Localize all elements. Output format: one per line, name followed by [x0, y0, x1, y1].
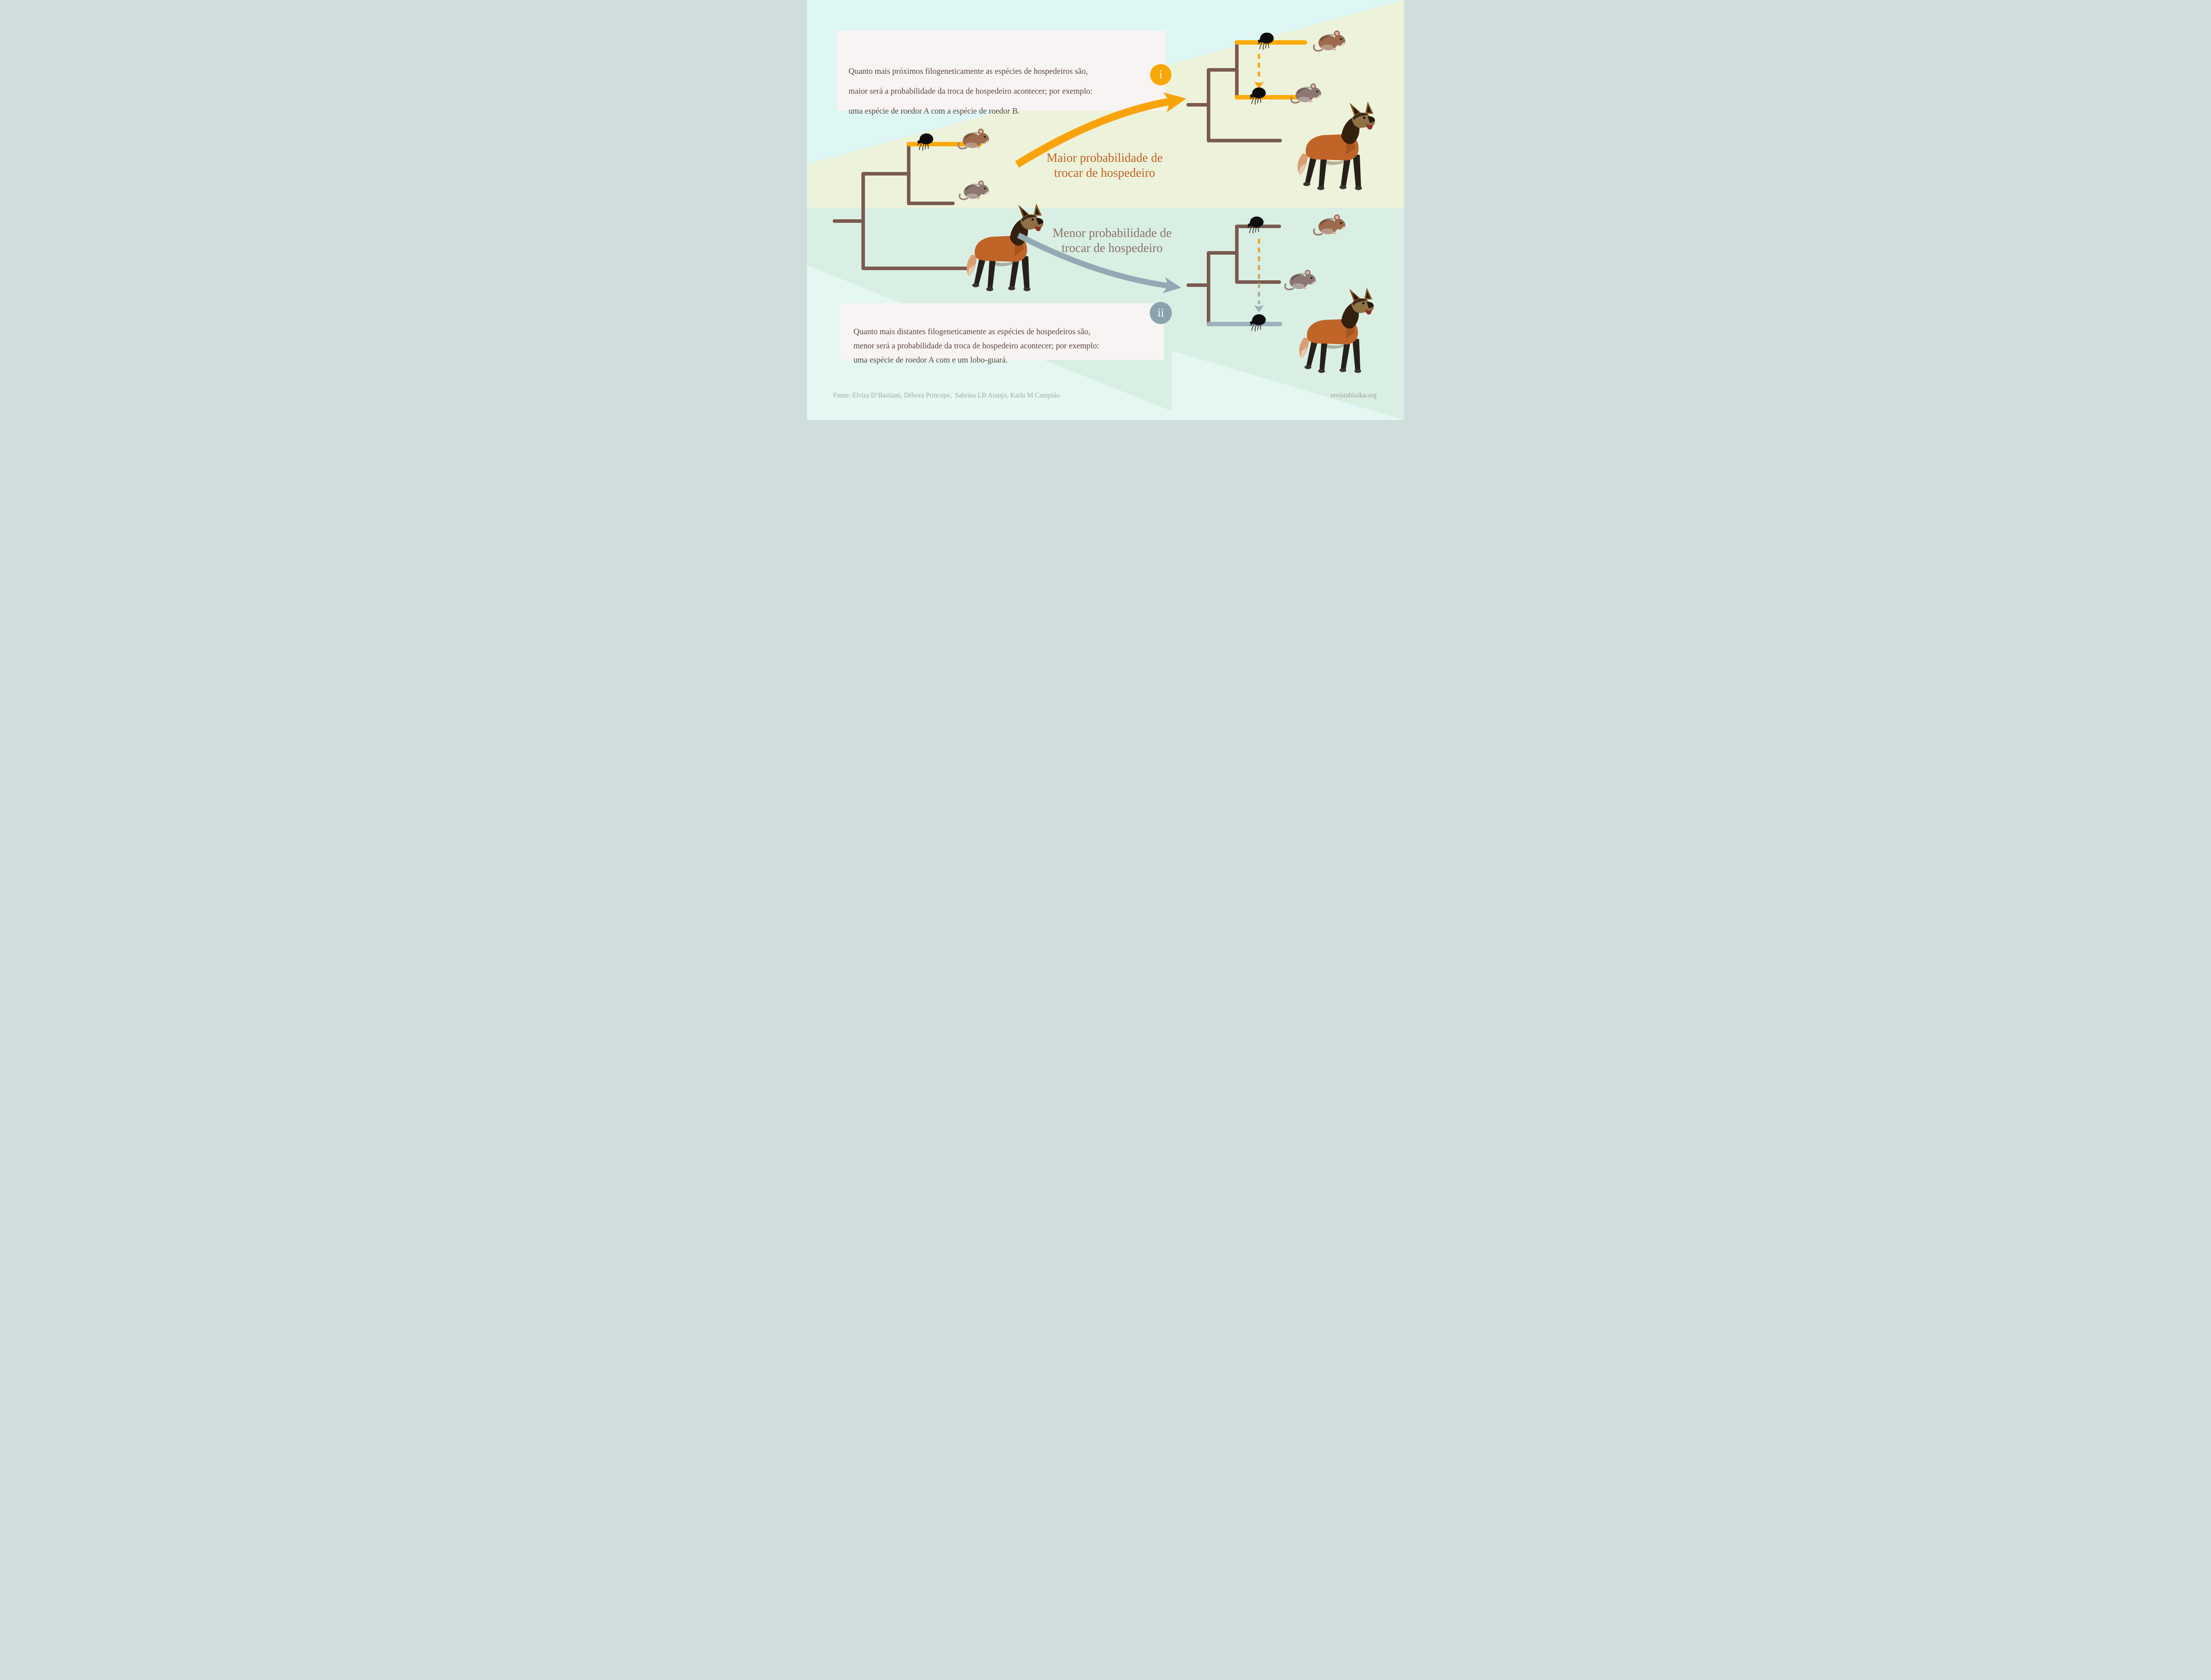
- flea-icon: [1247, 216, 1264, 234]
- infographic-host-switching: Quanto mais próximos filogeneticamente a…: [807, 0, 1404, 420]
- panel-ii-text: Quanto mais distantes filogeneticamente …: [853, 328, 1099, 365]
- label-low-probability: Menor probabilidade de trocar de hospede…: [1052, 226, 1172, 255]
- low-probability-arrow-icon: [1017, 233, 1182, 294]
- flea-icon: [917, 133, 934, 151]
- high-probability-arrow-icon: [1015, 92, 1186, 168]
- badge-ii: ii: [1150, 302, 1172, 324]
- badge-i: i: [1150, 64, 1171, 85]
- tree-branches: [1186, 225, 1281, 326]
- phylo-tree-left: [833, 128, 1044, 291]
- rodent-a-icon: [1313, 30, 1346, 52]
- explanation-panel-ii: Quanto mais distantes filogeneticamente …: [840, 303, 1164, 365]
- dashed-arrowhead: [1254, 305, 1264, 313]
- flea-icon: [1249, 313, 1266, 332]
- panel-i-text: Quanto mais próximos filogeneticamente a…: [849, 67, 1093, 116]
- rodent-b-icon: [1284, 269, 1317, 290]
- rodent-b-icon: [1290, 82, 1323, 104]
- tree-branches: [833, 142, 969, 270]
- label-high-probability: Maior probabilidade de trocar de hospede…: [1046, 151, 1163, 180]
- diagram-canvas: [833, 30, 1375, 373]
- website-url: revistabioika.org: [1330, 392, 1377, 399]
- maned-wolf-icon: [1297, 101, 1375, 190]
- explanation-panel-i: Quanto mais próximos filogeneticamente a…: [837, 31, 1165, 116]
- phylo-tree-scenario-i: [1186, 30, 1375, 190]
- maned-wolf-icon: [1299, 287, 1374, 373]
- rodent-a-icon: [1313, 214, 1346, 236]
- flea-icon: [1257, 32, 1274, 50]
- rodent-b-icon: [959, 179, 990, 200]
- tree-branches: [1186, 41, 1282, 142]
- source-credit: Fonte: Elvira D’Bastiani, Débora Princep…: [833, 392, 1060, 399]
- flea-icon: [1249, 87, 1266, 105]
- phylo-tree-scenario-ii: [1186, 214, 1374, 373]
- dashed-arrowhead: [1254, 81, 1264, 89]
